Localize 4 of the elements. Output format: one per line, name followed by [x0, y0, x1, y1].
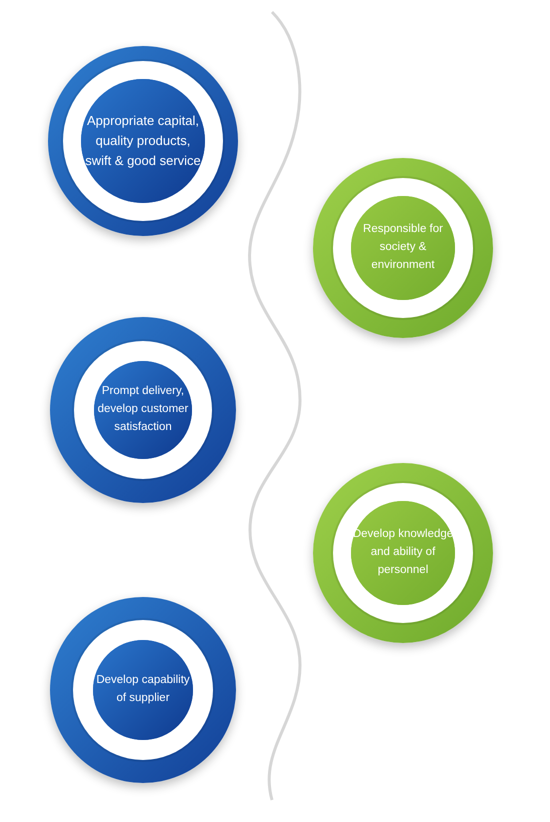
circle-text: Responsible for society & environment: [362, 222, 444, 273]
circle-text: Appropriate capital, quality products, swift & good service: [84, 112, 202, 170]
circle-text: Develop capability of supplier: [95, 673, 191, 706]
circle-text: Prompt delivery, develop customer satisfaction: [96, 384, 190, 435]
